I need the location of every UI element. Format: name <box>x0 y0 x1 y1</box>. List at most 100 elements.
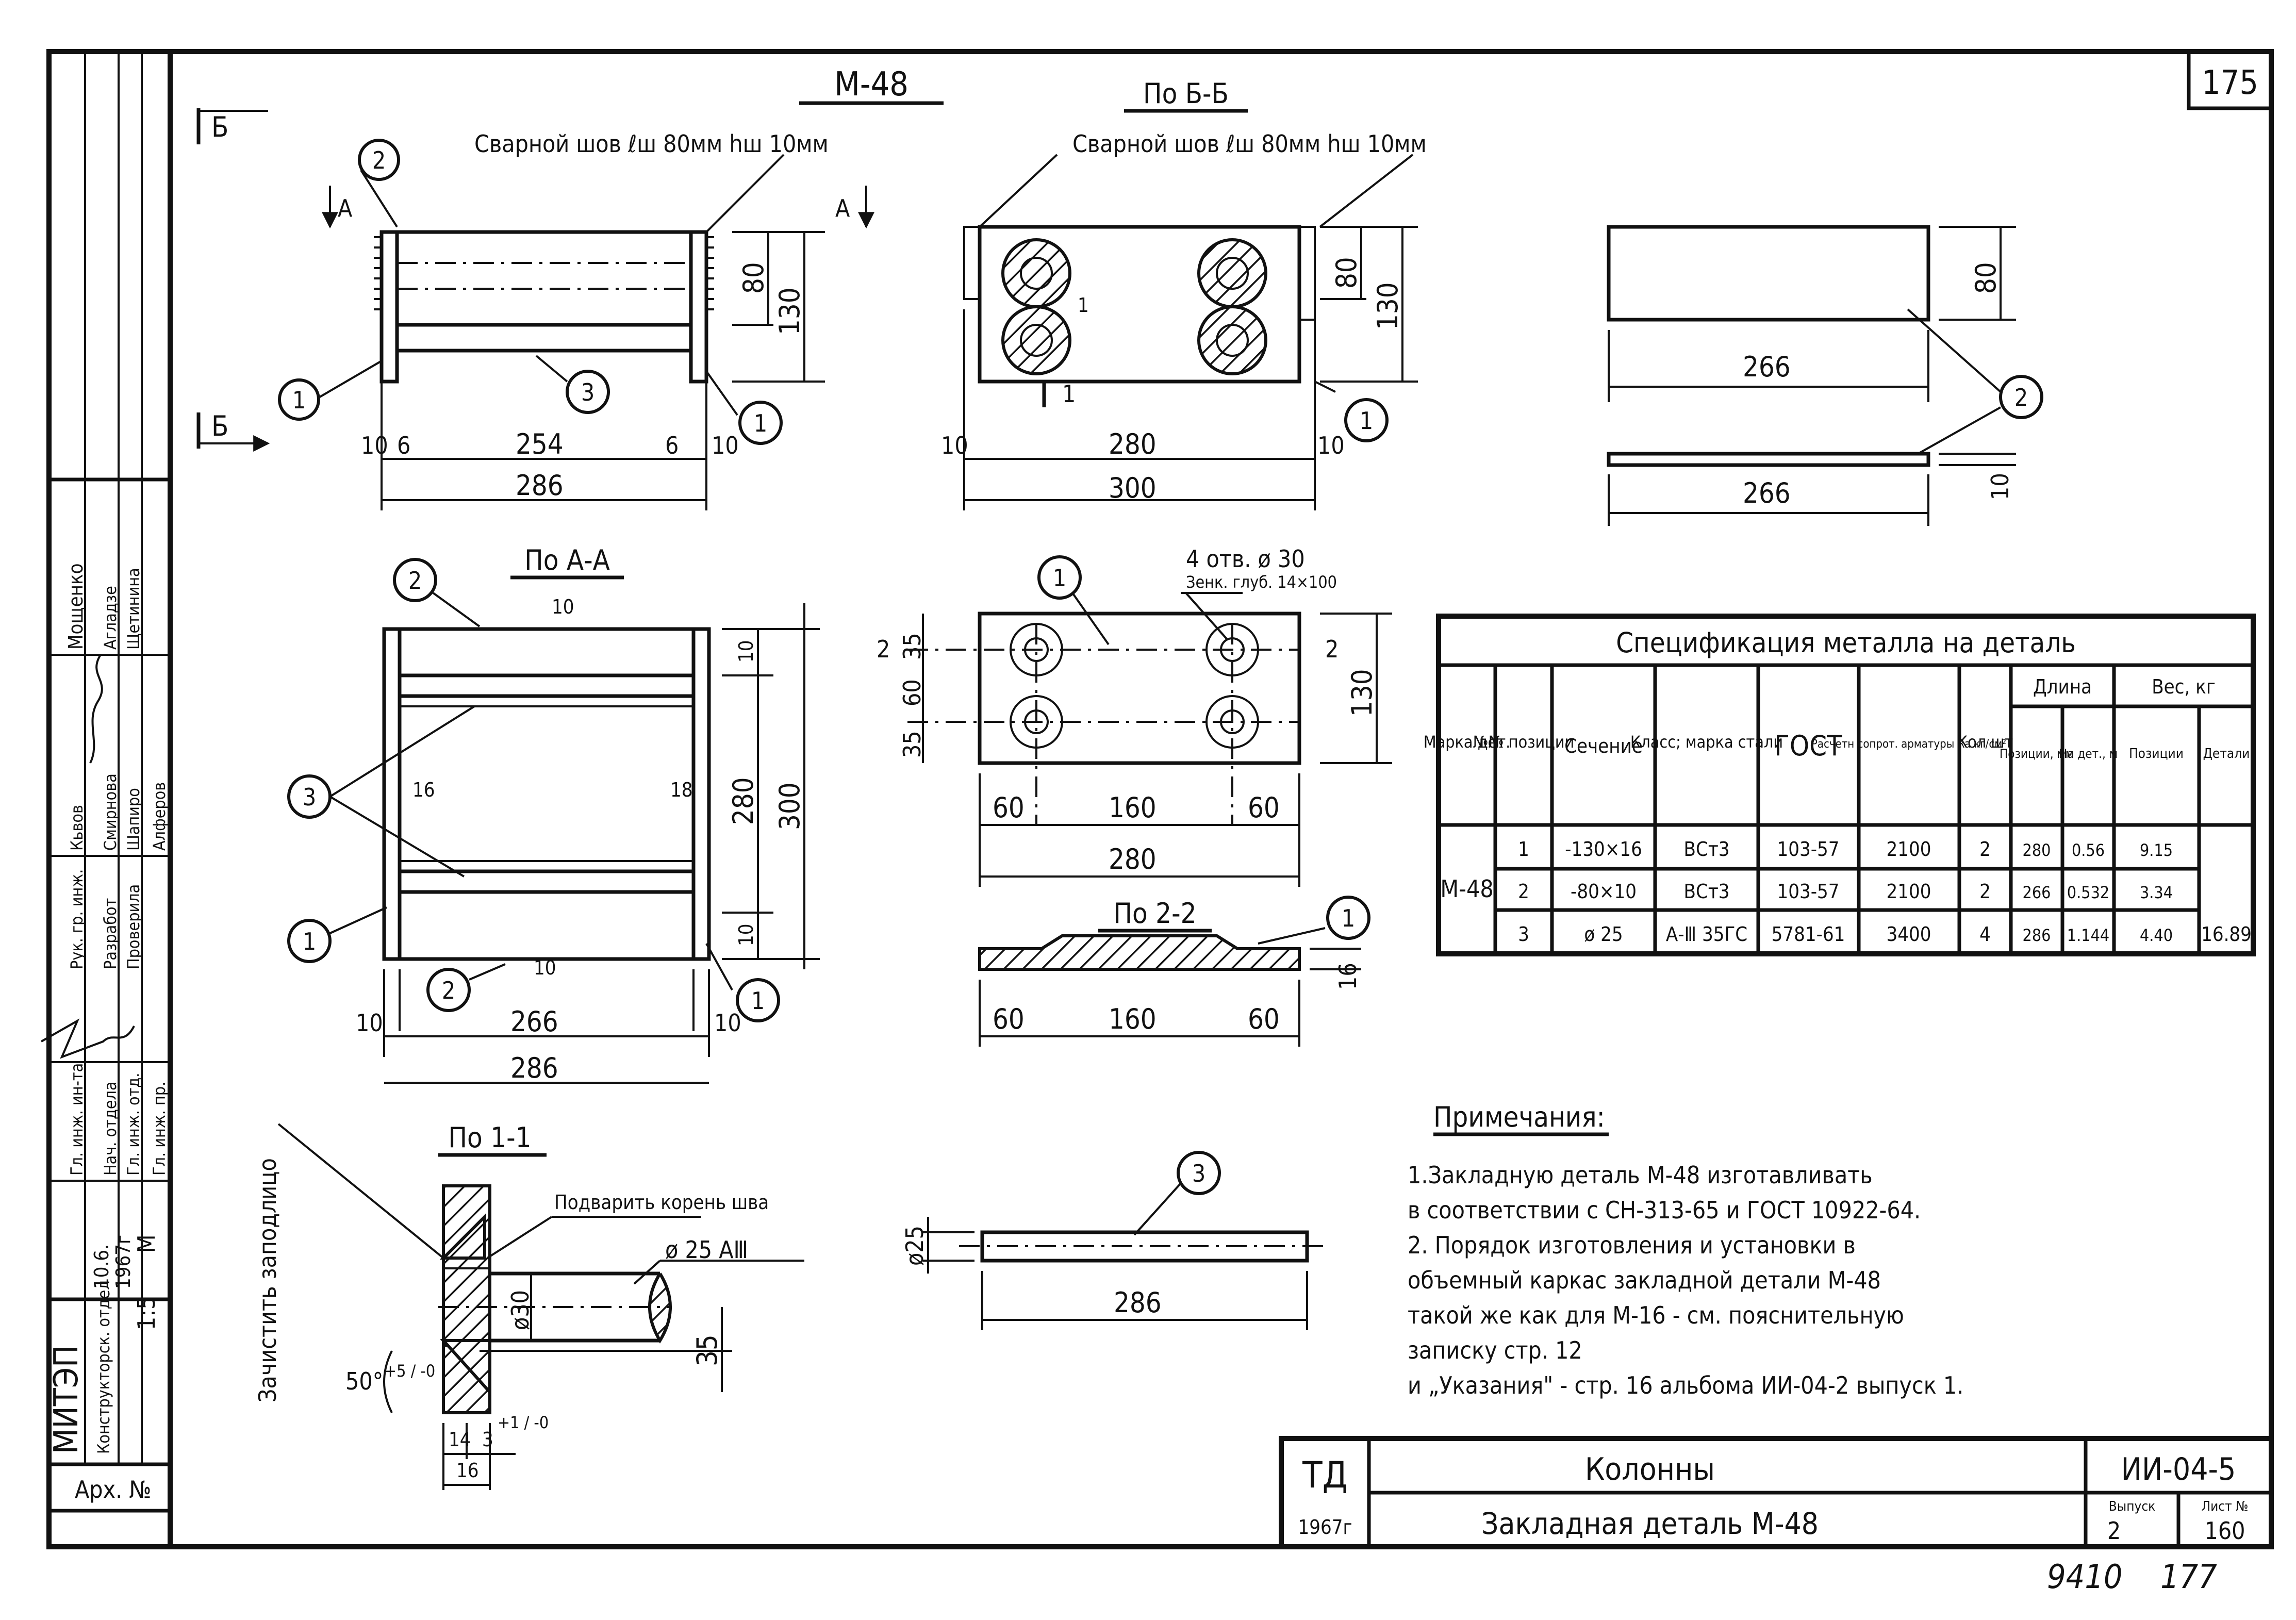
view-title: По А-А <box>524 544 610 576</box>
weld-angle: 50° <box>345 1367 383 1395</box>
signature <box>89 654 103 764</box>
dim-label: 10 <box>361 432 388 459</box>
table-cell-w_pos: 4.40 <box>2140 925 2173 945</box>
stamp-name: Щетинина <box>124 568 143 650</box>
stamp-name: Смирнова <box>101 773 120 851</box>
dim-label: 60 <box>1248 1003 1280 1035</box>
position-bubble <box>1326 896 1370 940</box>
dim-label: 300 <box>773 782 806 830</box>
dim-label: 266 <box>510 1005 558 1038</box>
dim-label: 80 <box>1330 257 1363 289</box>
dim-label: 18 <box>670 779 693 801</box>
sheet-number: 175 <box>2202 64 2258 102</box>
note-line: записку стр. 12 <box>1408 1336 1582 1364</box>
view-plate: 4 отв. ø 30 Зенк. глуб. 14×100 35 60 35 … <box>877 545 1392 887</box>
dim-label: 266 <box>1743 351 1791 383</box>
position-bubble <box>736 978 780 1022</box>
bar-pos3 <box>395 323 693 353</box>
section-mark: Б <box>211 410 228 442</box>
stamp-arch: Арх. № <box>75 1476 151 1503</box>
table-cell-section: -80×10 <box>1571 880 1637 903</box>
plate-pos1 <box>382 627 402 961</box>
dim-label: 160 <box>1109 1003 1157 1035</box>
dim-label: 280 <box>727 777 759 825</box>
title-block: ТД 1967г Колонны Закладная деталь М-48 И… <box>1279 1436 2274 1549</box>
position-bubble <box>278 378 320 421</box>
col-header: Класс; марка стали <box>1630 732 1783 752</box>
position-bubble <box>566 370 610 414</box>
dim-label: 286 <box>1114 1286 1162 1319</box>
table-cell-pos: 2 <box>1518 880 1529 903</box>
bubble-label: 2 <box>372 146 386 174</box>
title-vypusk-label: Выпуск <box>2109 1499 2156 1514</box>
bubble-label: 2 <box>408 567 422 594</box>
dim-label: 130 <box>1346 669 1378 717</box>
cell-total-weight: 16.89 <box>2201 923 2252 946</box>
dim-label: 254 <box>516 428 564 460</box>
table-cell-w_pos: 9.15 <box>2140 840 2173 860</box>
stamp-role: Проверила <box>124 884 143 969</box>
dim-label: 10 <box>356 1009 383 1037</box>
view-s22: По 2-2 16 60 160 60 1 <box>978 896 1370 1047</box>
dim-label: ø30 <box>506 1290 534 1330</box>
table-cell-ra: 3400 <box>1887 923 1931 946</box>
col-header: Длина <box>2033 675 2092 698</box>
side-note: Зачистить заподлицо <box>254 1158 282 1402</box>
dim-label: 16 <box>412 779 435 801</box>
position-bubble <box>426 968 471 1012</box>
dim-label: ø25 <box>901 1226 929 1266</box>
table-cell-class: ВСт3 <box>1684 838 1730 861</box>
handwritten-number: 177 <box>2160 1558 2217 1596</box>
dim-label: 10 <box>1317 432 1345 459</box>
stamp-scale-label: М <box>133 1234 160 1253</box>
section-mark: А <box>338 194 352 222</box>
bubble-label: 1 <box>754 409 767 437</box>
table-cell-pos: 1 <box>1518 838 1529 861</box>
side-stamp: МИТЭП Конструкторск. отдел Арх. № 10.6. … <box>41 52 170 1513</box>
strip-pos2 <box>1607 225 1930 322</box>
strip-pos2 <box>395 230 693 327</box>
strip-pos2-edge <box>1607 452 1930 467</box>
stamp-date: 10.6. <box>90 1244 113 1289</box>
note-zenk: Зенк. глуб. 14×100 <box>1186 572 1337 592</box>
position-bubble <box>1999 375 2043 419</box>
position-bubble <box>287 774 332 819</box>
title-list: 160 <box>2205 1517 2245 1545</box>
col-header: Марка дет. <box>1424 732 1510 752</box>
col-header: Позиции, мм <box>2000 747 2074 761</box>
stamp-role: Рук. гр. инж. <box>67 869 87 969</box>
table-cell-ra: 2100 <box>1887 838 1931 861</box>
view-m48: М-48 Сварной шов ℓш 80мм hш 10мм Б Б А А… <box>196 65 944 510</box>
title-sub: Закладная деталь М-48 <box>1481 1506 1819 1541</box>
stamp-name: Шапиро <box>124 788 143 851</box>
stamp-dept: Конструкторск. отдел <box>94 1280 113 1454</box>
dim-label: 16 <box>456 1459 479 1482</box>
table-cell-gost: 103-57 <box>1777 880 1839 903</box>
col-header: На дет., м <box>2059 747 2118 761</box>
title-main: Колонны <box>1585 1451 1715 1487</box>
dim-tol: +1 / -0 <box>498 1413 549 1432</box>
dim-label: 130 <box>1372 282 1404 330</box>
weld-note: Сварной шов ℓш 80мм hш 10мм <box>1072 130 1427 158</box>
section-mark: 1 <box>1062 380 1076 408</box>
title-vypusk: 2 <box>2107 1517 2121 1545</box>
view-bb: По Б-Б Сварной шов ℓш 80мм hш 10мм 1 1 1… <box>941 77 1427 510</box>
dim-label: 280 <box>1109 843 1157 875</box>
bubble-label: 1 <box>303 928 316 955</box>
plate-pos1 <box>978 611 1301 765</box>
dim-label: 2 <box>877 635 890 663</box>
dim-label: 10 <box>735 924 757 947</box>
table-cell-section: ø 25 <box>1584 923 1623 946</box>
view-title: По 2-2 <box>1113 897 1196 930</box>
cell-marka: М-48 <box>1440 875 1493 903</box>
dim-label: 80 <box>1970 262 2002 294</box>
dim-label: 35 <box>898 633 926 660</box>
note-line: 1.Закладную деталь М-48 изготавливать <box>1408 1161 1873 1189</box>
stamp-name: Кьвов <box>67 805 87 851</box>
table-cell-len_det: 0.532 <box>2067 883 2109 902</box>
note-line: объемный каркас закладной детали М-48 <box>1408 1266 1881 1294</box>
dim-label: 266 <box>1743 477 1791 509</box>
title-td: ТД <box>1302 1454 1348 1496</box>
